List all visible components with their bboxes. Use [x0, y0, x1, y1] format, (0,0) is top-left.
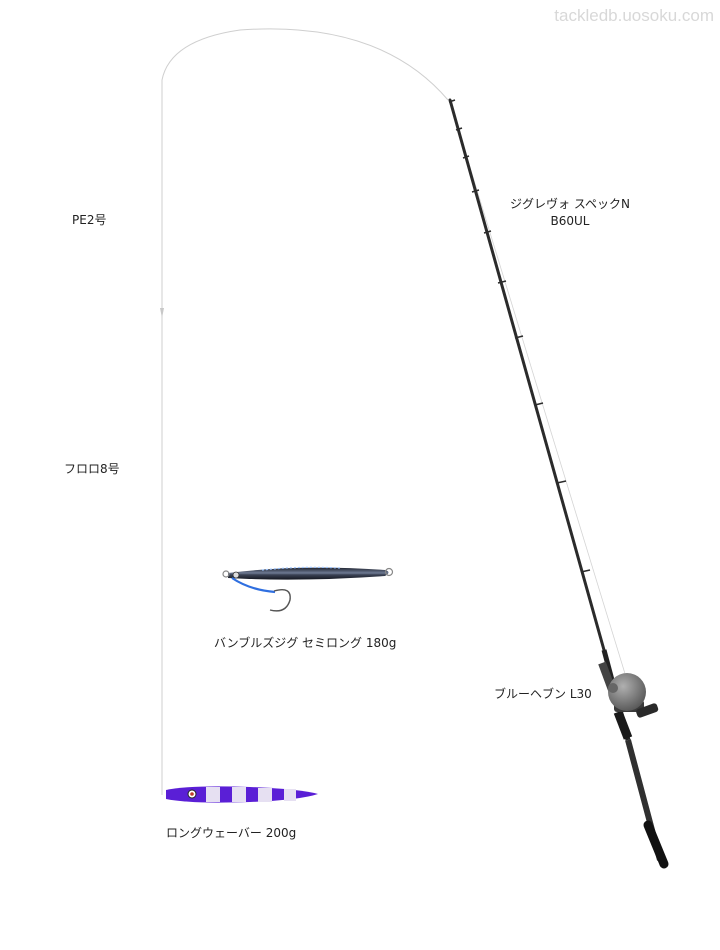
main-line-label: PE2号: [72, 213, 107, 227]
rod-grip: [643, 820, 669, 869]
rod-label: ジグレヴォ スペックN B60UL: [500, 196, 640, 230]
main-line: [161, 28, 449, 795]
jig-upper: [222, 566, 394, 612]
jig-lower: [166, 786, 318, 803]
rod-name-line1: ジグレヴォ スペックN: [510, 197, 630, 211]
line-knot: [160, 308, 164, 318]
lure-upper-label: バンブルズジグ セミロング 180g: [214, 636, 397, 650]
rod-name-line2: B60UL: [550, 214, 590, 228]
assist-hook: [231, 577, 276, 594]
rod-guides: [448, 99, 591, 573]
leader-label: フロロ8号: [64, 462, 120, 476]
lure-lower-label: ロングウェーバー 200g: [166, 826, 297, 840]
reel-label: ブルーヘブン L30: [494, 687, 592, 701]
reel: [608, 673, 659, 718]
rod-line-guide: [449, 101, 631, 691]
site-watermark: tackledb.uosoku.com: [554, 6, 714, 25]
